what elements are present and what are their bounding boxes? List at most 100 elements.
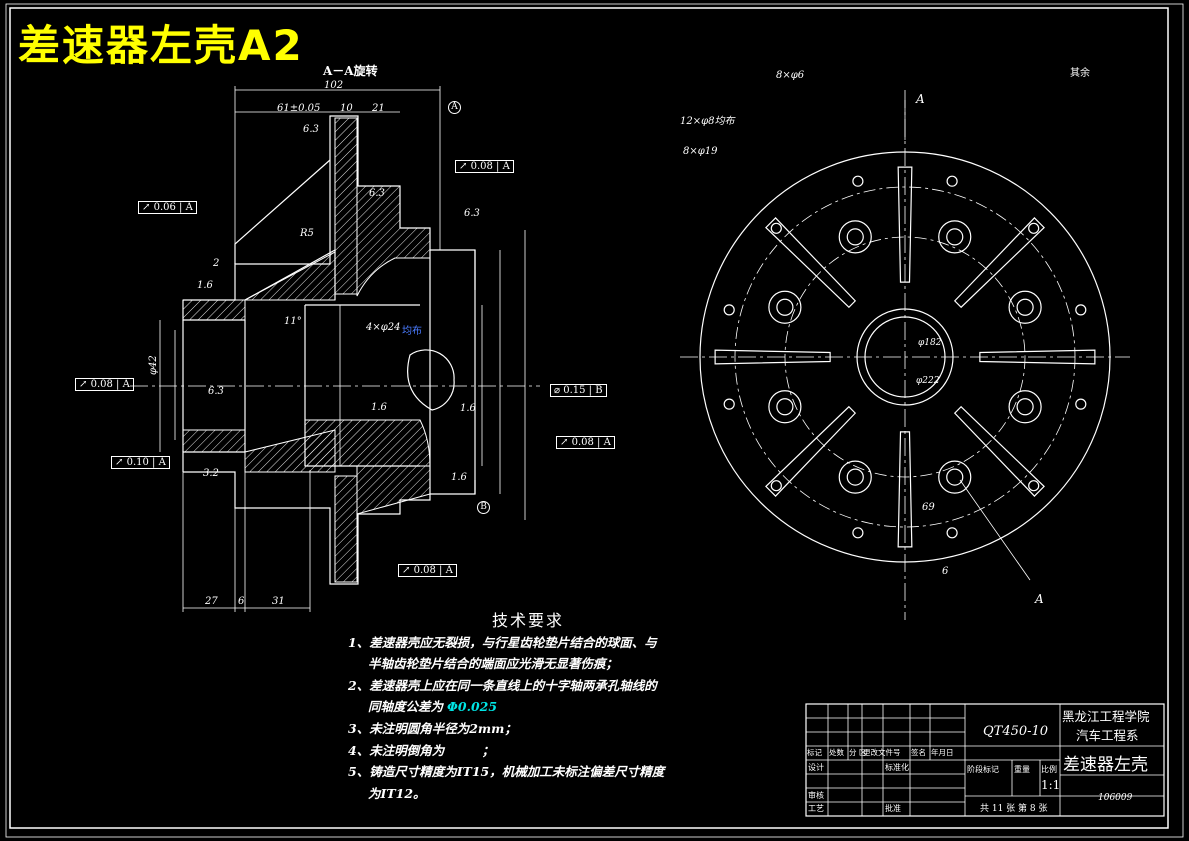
roughness-2: 6.3 bbox=[369, 188, 385, 199]
tb-part-name: 差速器左壳 bbox=[1063, 755, 1148, 775]
note-line: 为IT12。 bbox=[368, 785, 426, 801]
boss-hole bbox=[838, 220, 872, 254]
note-line: 4、未注明倒角为 ； bbox=[348, 742, 495, 758]
bolt-hole bbox=[852, 175, 864, 187]
dim-phi222: φ222 bbox=[916, 376, 940, 386]
rib bbox=[979, 349, 1096, 365]
notes-heading: 技术要求 bbox=[491, 611, 564, 630]
dim-holes-12x8: 12×φ8均布 bbox=[680, 116, 735, 127]
note-line: 5、铸造尺寸精度为IT15，机械加工未标注偏差尺寸精度 bbox=[348, 764, 665, 780]
rib bbox=[897, 431, 913, 548]
tb-weight: 重量 bbox=[1014, 765, 1030, 774]
note-line: 1、差速器壳应无裂损，与行星齿轮垫片结合的球面、与 bbox=[348, 634, 657, 650]
section-label: A－A旋转 bbox=[323, 64, 378, 78]
tb-role-review: 审核 bbox=[808, 791, 824, 800]
inner-frame bbox=[9, 7, 1169, 829]
tb-role-approve: 批准 bbox=[885, 804, 901, 813]
view-arrow-label-2: A bbox=[1035, 592, 1044, 606]
bolt-hole bbox=[1028, 480, 1040, 492]
boss-hole bbox=[776, 398, 794, 416]
tb-hdr-file: 更改文件号 bbox=[863, 748, 901, 757]
bolt-hole bbox=[723, 304, 735, 316]
dim-angle-11: 11° bbox=[284, 316, 302, 327]
tb-hdr-zone: 分 区 bbox=[849, 748, 867, 757]
technical-requirements: 技术要求 1、差速器壳应无裂损，与行星齿轮垫片结合的球面、与 半轴齿轮垫片结合的… bbox=[348, 610, 708, 804]
bolt-hole bbox=[770, 222, 782, 234]
bolt-hole bbox=[770, 480, 782, 492]
boss-hole bbox=[846, 228, 864, 246]
boss-hole bbox=[938, 220, 972, 254]
boss-hole bbox=[1008, 290, 1042, 324]
dim-10: 10 bbox=[340, 103, 353, 114]
boss-hole bbox=[776, 298, 794, 316]
boss-hole bbox=[1016, 398, 1034, 416]
tb-sheets: 共 11 张 第 8 张 bbox=[980, 804, 1048, 814]
bolt-hole bbox=[1075, 398, 1087, 410]
tb-drawing-no: 106009 bbox=[1098, 793, 1133, 803]
dim-holes-8x6: 8×φ6 bbox=[776, 70, 805, 81]
dim-phi182: φ182 bbox=[918, 338, 942, 348]
rib bbox=[765, 405, 857, 497]
dim-phi42: φ42 bbox=[148, 355, 159, 375]
bolt-hole bbox=[946, 527, 958, 539]
roughness-4: 1.6 bbox=[197, 280, 213, 291]
boss-hole bbox=[946, 228, 964, 246]
tb-role-process: 工艺 bbox=[808, 804, 824, 813]
tb-stage-mark: 阶段标记 bbox=[967, 765, 999, 774]
note-line: 2、差速器壳上应在同一条直线上的十字轴两承孔轴线的 bbox=[348, 677, 657, 693]
tb-hdr-sign: 签名 bbox=[911, 748, 926, 757]
boss-hole bbox=[838, 460, 872, 494]
tb-role-design: 设计 bbox=[808, 763, 824, 772]
tolerance-frame-6: ↗ 0.08 | A bbox=[556, 436, 615, 449]
boss-hole bbox=[1008, 390, 1042, 424]
rib bbox=[897, 166, 913, 283]
rib bbox=[953, 405, 1045, 497]
tolerance-frame-5: ⌀ 0.15 | B bbox=[550, 384, 607, 397]
tolerance-frame-2: ↗ 0.06 | A bbox=[138, 201, 197, 214]
title-block bbox=[805, 703, 1165, 817]
rest-roughness-label: 其余 bbox=[1070, 68, 1090, 79]
dim-102: 102 bbox=[324, 80, 344, 91]
boss-hole bbox=[768, 390, 802, 424]
boss-hole bbox=[938, 460, 972, 494]
tb-school: 黑龙江工程学院 bbox=[1062, 709, 1150, 724]
boss-hole bbox=[768, 290, 802, 324]
tb-hdr-date: 年月日 bbox=[931, 748, 954, 757]
tolerance-frame-1: ↗ 0.08 | A bbox=[455, 160, 514, 173]
bolt-hole bbox=[946, 175, 958, 187]
end-view bbox=[680, 90, 1130, 620]
tolerance-frame-3: ↗ 0.08 | A bbox=[75, 378, 134, 391]
bolt-hole bbox=[1075, 304, 1087, 316]
boss-hole bbox=[946, 468, 964, 486]
rib bbox=[765, 217, 857, 309]
rib bbox=[714, 349, 831, 365]
dim-27: 27 bbox=[205, 596, 218, 607]
dim-31: 31 bbox=[272, 596, 285, 607]
tb-hdr-count: 处数 bbox=[829, 748, 844, 757]
roughness-5: 6.3 bbox=[208, 386, 224, 397]
section-view bbox=[130, 86, 540, 612]
dim-even-blue: 均布 bbox=[402, 326, 422, 337]
tb-ratio: 比例 bbox=[1041, 765, 1057, 774]
rib bbox=[953, 217, 1045, 309]
dim-61: 61±0.05 bbox=[277, 103, 321, 114]
roughness-9: 1.6 bbox=[451, 472, 467, 483]
dim-holes-4x24: 4×φ24 bbox=[366, 322, 401, 333]
boss-hole bbox=[846, 468, 864, 486]
roughness-6: 1.6 bbox=[371, 402, 387, 413]
tb-material: QT450-10 bbox=[983, 724, 1049, 739]
bolt-hole bbox=[1028, 222, 1040, 234]
bolt-hole bbox=[723, 398, 735, 410]
roughness-7: 3.2 bbox=[203, 468, 219, 479]
dim-6: 6 bbox=[238, 596, 245, 607]
dim-6b: 6 bbox=[942, 566, 949, 577]
note-line: 半轴齿轮垫片结合的端面应光滑无显著伤痕； bbox=[368, 656, 619, 672]
drawing-title: 差速器左壳A2 bbox=[18, 21, 304, 70]
tb-hdr-mark: 标记 bbox=[807, 748, 822, 757]
note-line: 3、未注明圆角半径为2mm； bbox=[348, 720, 517, 736]
tb-scale: 1:1 bbox=[1041, 778, 1061, 792]
dim-r5: R5 bbox=[300, 228, 314, 239]
roughness-8: 1.6 bbox=[460, 403, 476, 414]
tb-role-std: 标准化 bbox=[885, 763, 909, 772]
